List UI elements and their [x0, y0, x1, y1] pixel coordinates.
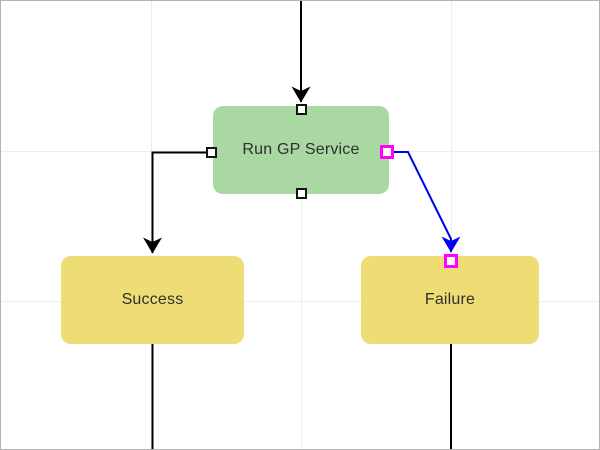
- port-left[interactable]: [206, 147, 217, 158]
- node-label: Run GP Service: [242, 141, 360, 158]
- selected-edge-end-handle[interactable]: [444, 254, 458, 268]
- selected-edge-start-handle[interactable]: [380, 145, 394, 159]
- grid-line-vertical: [451, 1, 452, 449]
- node-success[interactable]: Success: [61, 256, 244, 344]
- grid-line-horizontal: [1, 301, 599, 302]
- to-success-edge[interactable]: [143, 151, 208, 254]
- port-top[interactable]: [296, 104, 307, 115]
- node-run-gp-service[interactable]: Run GP Service: [213, 106, 389, 194]
- node-label: Failure: [424, 291, 476, 308]
- to-failure-edge-selected[interactable]: [394, 151, 461, 253]
- node-label: Success: [121, 291, 184, 308]
- port-bottom[interactable]: [296, 188, 307, 199]
- node-failure[interactable]: Failure: [361, 256, 539, 344]
- grid-line-vertical: [301, 1, 302, 449]
